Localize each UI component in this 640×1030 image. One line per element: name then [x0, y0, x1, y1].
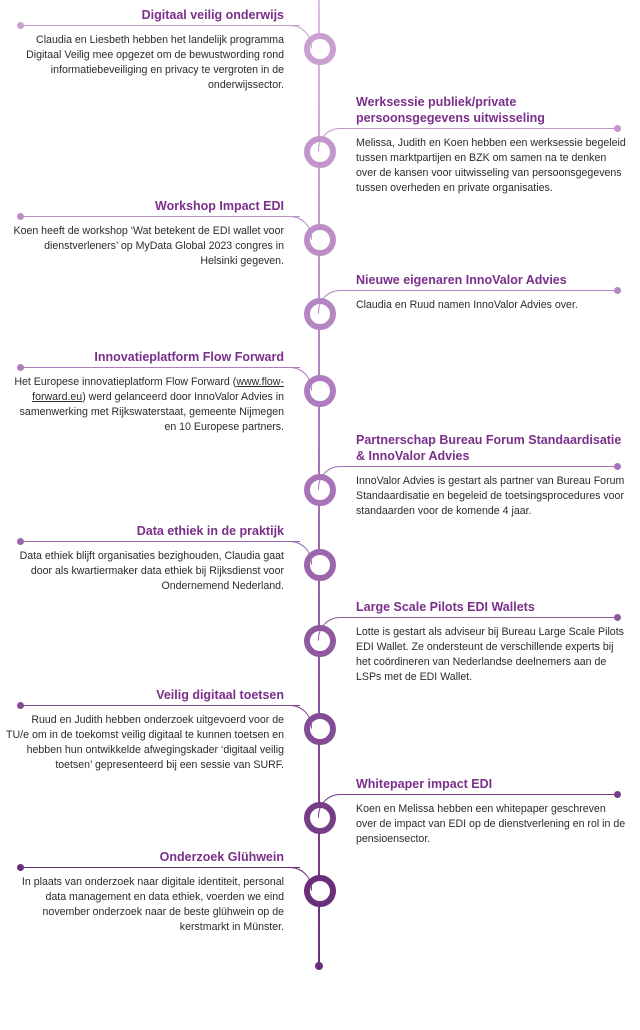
- entry-description: Het Europese innovatieplatform Flow Forw…: [6, 375, 284, 435]
- entry-title: Innovatieplatform Flow Forward: [94, 350, 284, 364]
- entry-title: Veilig digitaal toetsen: [156, 688, 284, 702]
- connector-end-dot: [17, 364, 24, 371]
- timeline-entry: Werksessie publiek/private persoonsgegev…: [0, 95, 640, 194]
- connector-line: [22, 541, 300, 542]
- connector-line: [22, 216, 300, 217]
- entry-description: Lotte is gestart als adviseur bij Bureau…: [356, 626, 624, 683]
- connector-line: [338, 617, 618, 618]
- connector-end-dot: [614, 125, 621, 132]
- entry-title: Partnerschap Bureau Forum Standaardisati…: [356, 433, 622, 463]
- connector-arc: [318, 128, 342, 152]
- connector-arc: [318, 617, 342, 641]
- entry-description-text: ) werd gelanceerd door InnoValor Advies …: [19, 391, 284, 433]
- timeline-entry: Workshop Impact EDI Koen heeft de worksho…: [0, 199, 640, 267]
- connector-arc: [318, 466, 342, 490]
- timeline-entry: Partnerschap Bureau Forum Standaardisati…: [0, 433, 640, 517]
- timeline-node-icon: [304, 224, 336, 256]
- connector-line: [338, 290, 618, 291]
- entry-description: Koen en Melissa hebben een whitepaper ge…: [356, 803, 626, 845]
- entry-description: Data ethiek blijft organisaties bezighou…: [19, 550, 284, 592]
- entry-title: Digitaal veilig onderwijs: [141, 8, 284, 22]
- connector-arc: [318, 794, 342, 818]
- timeline-end-dot: [315, 962, 323, 970]
- connector-arc: [288, 541, 312, 565]
- connector-arc: [288, 25, 312, 49]
- connector-end-dot: [17, 213, 24, 220]
- connector-arc: [318, 290, 342, 314]
- timeline-node-icon: [304, 713, 336, 745]
- entry-description-text: Het Europese innovatieplatform Flow Forw…: [14, 376, 237, 388]
- connector-arc: [288, 867, 312, 891]
- timeline-node-icon: [304, 33, 336, 65]
- flow-forward-link[interactable]: www.flow-forward.eu: [32, 376, 284, 403]
- connector-arc: [288, 705, 312, 729]
- timeline-node-icon: [304, 375, 336, 407]
- connector-line: [338, 794, 618, 795]
- entry-description: Claudia en Ruud namen InnoValor Advies o…: [356, 299, 578, 311]
- connector-line: [22, 367, 300, 368]
- entry-description: Claudia en Liesbeth hebben het landelijk…: [26, 34, 284, 91]
- entry-title: Data ethiek in de praktijk: [136, 524, 284, 538]
- connector-end-dot: [614, 614, 621, 621]
- entry-description: InnoValor Advies is gestart als partner …: [356, 475, 625, 517]
- connector-line: [338, 466, 618, 467]
- connector-line: [22, 25, 300, 26]
- entry-description: Melissa, Judith en Koen hebben een werks…: [356, 137, 626, 194]
- entry-title: Workshop Impact EDI: [155, 199, 284, 213]
- timeline-entry: Whitepaper impact EDI Koen en Melissa heb…: [0, 777, 640, 845]
- connector-end-dot: [614, 463, 621, 470]
- connector-arc: [288, 216, 312, 240]
- connector-end-dot: [17, 702, 24, 709]
- entry-title: Onderzoek Glühwein: [159, 850, 284, 864]
- entry-title: Whitepaper impact EDI: [356, 777, 493, 791]
- connector-line: [338, 128, 618, 129]
- timeline-entry: Onderzoek Glühwein In plaats van onderzoe…: [0, 850, 640, 933]
- entry-description: Ruud en Judith hebben onderzoek uitgevoe…: [6, 714, 284, 771]
- entry-title: Nieuwe eigenaren InnoValor Advies: [356, 273, 567, 287]
- connector-line: [22, 705, 300, 706]
- connector-end-dot: [17, 22, 24, 29]
- connector-arc: [288, 367, 312, 391]
- connector-end-dot: [17, 538, 24, 545]
- entry-description: Koen heeft de workshop ‘Wat betekent de …: [13, 225, 285, 267]
- connector-line: [22, 867, 300, 868]
- connector-end-dot: [614, 791, 621, 798]
- entry-title: Large Scale Pilots EDI Wallets: [356, 600, 535, 614]
- connector-end-dot: [614, 287, 621, 294]
- connector-end-dot: [17, 864, 24, 871]
- entry-title: Werksessie publiek/private persoonsgegev…: [356, 95, 545, 125]
- entry-description: In plaats van onderzoek naar digitale id…: [21, 876, 284, 933]
